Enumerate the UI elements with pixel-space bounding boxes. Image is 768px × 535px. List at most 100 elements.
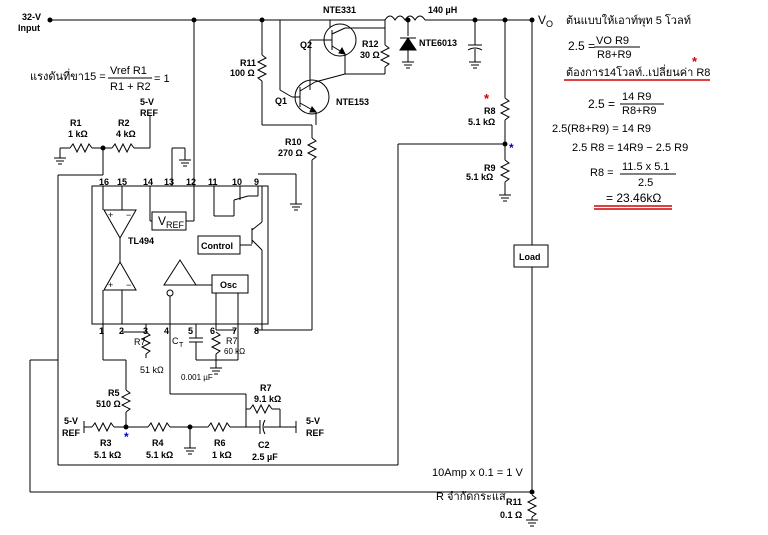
resistor-r11-sense: [526, 494, 538, 518]
error-amp-1: [103, 209, 137, 240]
inductor-value: 140 µH: [428, 5, 457, 15]
ref-label-right: REF: [306, 428, 325, 438]
r8-star: *: [484, 91, 490, 106]
resistor-r7-comp: [140, 331, 152, 355]
note-eq1-den: R8+R9: [597, 49, 632, 61]
ref-label-top: REF: [140, 108, 159, 118]
deadtime-comparator: [163, 259, 197, 286]
q1-part: NTE153: [336, 97, 369, 107]
ic-bottom-pin-label: 2: [119, 326, 124, 336]
r5-ref: R5: [108, 388, 120, 398]
limit-label: R จำกัดกระแส: [436, 491, 506, 503]
input-rail: [47, 17, 535, 23]
load-box: [513, 244, 549, 268]
note-eq2-num: 14 R9: [622, 91, 651, 103]
note-line2: ต้องการ14โวลท์..เปลี่ยนค่า R8: [566, 64, 710, 79]
ic-bottom-pin-label: 5: [188, 326, 193, 336]
ic-bottom-pin-label: 7: [232, 326, 237, 336]
q2-ref: Q2: [300, 40, 312, 50]
r11-ref: R11: [240, 58, 256, 68]
note-eq3: 2.5(R8+R9) = 14 R9: [552, 123, 651, 135]
note-eq2-den: R8+R9: [622, 105, 657, 117]
r2-ref: R2: [118, 118, 130, 128]
resistor-r5: [120, 389, 132, 413]
formula-numerator: Vref R1: [110, 65, 147, 77]
svg-text:+: +: [108, 210, 113, 220]
resistor-r8: [499, 97, 511, 121]
oscillator-block: [211, 274, 249, 294]
r9-value: 5.1 kΩ: [466, 172, 493, 182]
ref-5v-right: 5-V: [306, 416, 320, 426]
ic-bottom-pin-label: 8: [254, 326, 259, 336]
feedback-node-star: *: [509, 141, 514, 155]
ic-bottom-pin-label: 6: [210, 326, 215, 336]
r12-ref: R12: [362, 39, 379, 49]
resistor-r7-rt: [210, 331, 222, 355]
vref-label: V: [158, 214, 166, 228]
r11-value: 100 Ω: [230, 68, 255, 78]
r3-value: 5.1 kΩ: [94, 450, 121, 460]
output-label: V: [538, 13, 546, 27]
output-label-sub: O: [546, 19, 553, 29]
svg-text:−: −: [126, 280, 131, 290]
load-label: Load: [519, 252, 541, 262]
ct-sub: T: [179, 342, 184, 349]
current-sense-note: 10Amp x 0.1 = 1 V: [432, 467, 523, 479]
r6-value: 1 kΩ: [212, 450, 232, 460]
svg-text:−: −: [126, 210, 131, 220]
ic-top-pin-label: 16: [99, 177, 109, 187]
ref-5v-top: 5-V: [140, 97, 154, 107]
diode-part: NTE6013: [419, 38, 457, 48]
r8-value: 5.1 kΩ: [468, 117, 495, 127]
inductor: [384, 15, 426, 21]
r12-value: 30 Ω: [360, 50, 380, 60]
resistor-r10: [306, 137, 318, 161]
control-label: Control: [201, 241, 233, 251]
r1-value: 1 kΩ: [68, 129, 88, 139]
note-eq5-den: 2.5: [638, 177, 653, 189]
r7-rt-ref: R7: [226, 336, 238, 346]
error-amp-2: [103, 260, 137, 291]
capacitor-c2: [262, 419, 266, 435]
ct-ref: C: [172, 336, 179, 346]
ic-name: TL494: [128, 236, 154, 246]
note-eq2-lhs: 2.5 =: [588, 97, 615, 111]
ic-bottom-pin-label: 1: [99, 326, 104, 336]
vref-sub: REF: [166, 220, 185, 230]
ic-top-pin-label: 12: [186, 177, 196, 187]
ic-top-pin-label: 11: [208, 177, 218, 187]
resistor-r12: [379, 44, 391, 68]
note-line1: ต้นแบบให้เอาท์พุท 5 โวลท์: [566, 13, 691, 27]
ic-bottom-pin-label: 4: [164, 326, 169, 336]
formula-denominator: R1 + R2: [110, 81, 151, 93]
r7-rt-value: 60 kΩ: [224, 347, 245, 356]
note-eq5-num: 11.5 x 5.1: [622, 161, 670, 173]
ic-top-pin-label: 14: [143, 177, 153, 187]
resistor-r2: [111, 142, 135, 154]
resistor-r9: [499, 159, 511, 183]
r4-value: 5.1 kΩ: [146, 450, 173, 460]
r10-value: 270 Ω: [278, 148, 303, 158]
ref-5v-left: 5-V: [64, 416, 78, 426]
formula-result: = 1: [154, 73, 170, 85]
note-eq5-lhs: R8 =: [590, 167, 614, 179]
r7-deadtime-value: 9.1 kΩ: [254, 394, 281, 404]
ic-top-pin-label: 9: [254, 177, 259, 187]
r4-ref: R4: [152, 438, 164, 448]
r11-sense-value: 0.1 Ω: [500, 510, 522, 520]
resistor-r3: [91, 421, 115, 433]
resistor-r11-top: [256, 54, 268, 82]
input-voltage-label: 32-V: [22, 12, 41, 22]
c2-ref: C2: [258, 440, 270, 450]
input-label: Input: [18, 23, 40, 33]
r8-ref: R8: [484, 106, 496, 116]
r7-deadtime-ref: R7: [260, 383, 272, 393]
diode-nte6013: [399, 37, 417, 51]
r5-value: 510 Ω: [96, 399, 121, 409]
ct-value: 0.001 µF: [181, 373, 213, 382]
resistor-r4: [147, 421, 171, 433]
r5-node-star: *: [124, 430, 129, 444]
